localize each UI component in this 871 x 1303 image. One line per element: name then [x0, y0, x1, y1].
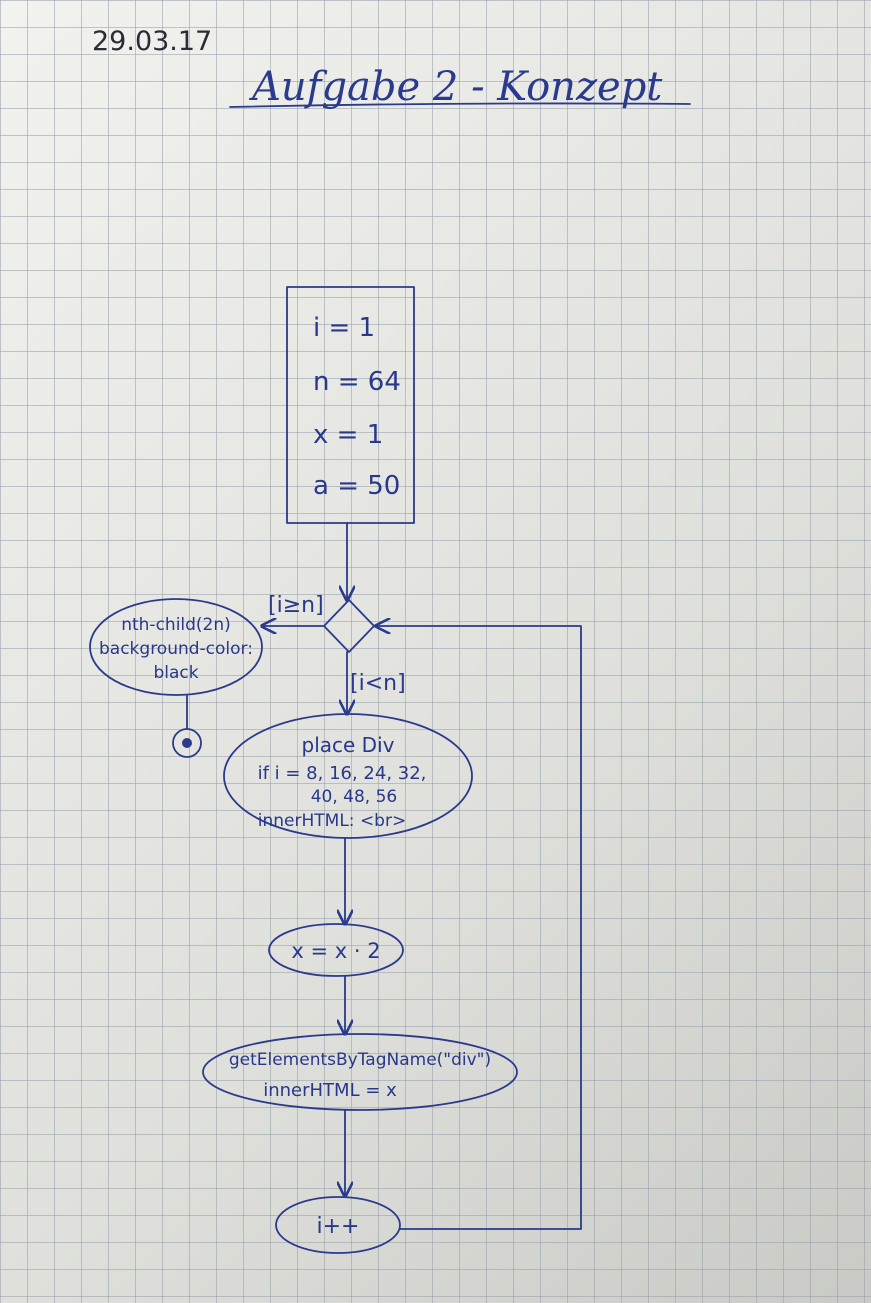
decision-diamond: [323, 599, 375, 653]
double-x-node: [268, 923, 404, 977]
get-elements-line-2: innerHTML = x: [263, 1080, 397, 1101]
init-box: [286, 286, 415, 524]
final-action-line-1: nth-child(2n): [121, 615, 231, 635]
date-label: 29.03.17: [92, 26, 212, 57]
final-action-line-2: background-color:: [99, 639, 253, 659]
init-box-lines: i = 1 n = 64 x = 1 a = 50: [313, 313, 401, 501]
final-node-inner: [182, 738, 192, 748]
init-line-a: a = 50: [313, 471, 400, 501]
page-title: Aufgabe 2 - Konzept: [248, 64, 663, 110]
init-line-n: n = 64: [313, 367, 401, 397]
increment-node: [275, 1196, 401, 1254]
init-line-x: x = 1: [313, 420, 383, 450]
guard-loop: [i<n]: [350, 671, 406, 696]
place-div-line-4: innerHTML: <br>: [258, 811, 406, 831]
increment-label: i++: [317, 1214, 360, 1239]
get-elements-node: [202, 1033, 518, 1111]
place-div-node: [223, 713, 473, 839]
final-node-outer: [172, 728, 202, 758]
init-line-i: i = 1: [313, 313, 375, 343]
get-elements-line-1: getElementsByTagName("div"): [229, 1050, 491, 1070]
place-div-line-1: place Div: [302, 733, 395, 757]
edge-loop-back: [376, 626, 582, 1230]
final-action-line-3: black: [153, 663, 198, 683]
final-action-node: [89, 598, 263, 696]
place-div-line-3: 40, 48, 56: [311, 787, 398, 807]
double-x-label: x = x · 2: [291, 939, 380, 963]
title-underline: [229, 102, 691, 108]
guard-exit: [i≥n]: [268, 593, 324, 618]
place-div-line-2: if i = 8, 16, 24, 32,: [258, 763, 427, 784]
